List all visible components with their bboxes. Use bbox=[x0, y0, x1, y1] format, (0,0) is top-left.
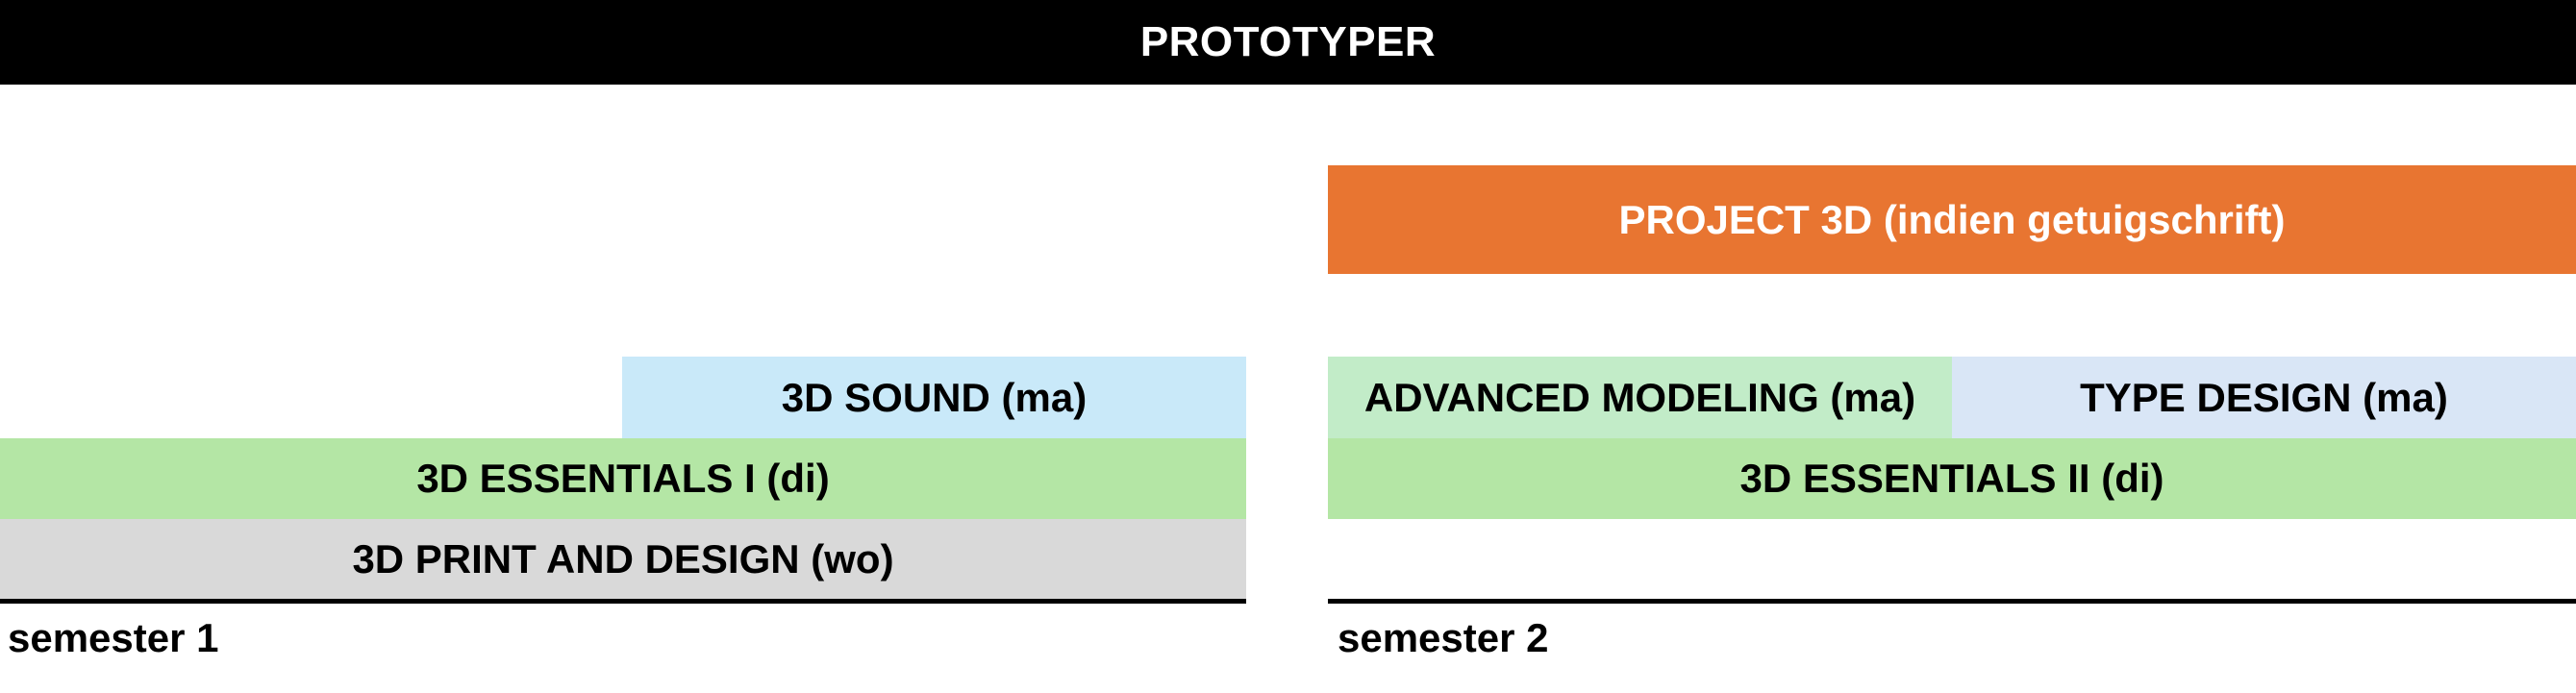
course-project-3d: PROJECT 3D (indien getuigschrift) bbox=[1328, 165, 2576, 274]
course-3d-sound: 3D SOUND (ma) bbox=[622, 357, 1246, 438]
semester-1-label: semester 1 bbox=[8, 615, 219, 660]
course-3d-essentials-1: 3D ESSENTIALS I (di) bbox=[0, 438, 1246, 519]
semester-2-baseline bbox=[1328, 599, 2576, 604]
course-3d-essentials-2: 3D ESSENTIALS II (di) bbox=[1328, 438, 2576, 519]
course-type-design: TYPE DESIGN (ma) bbox=[1952, 357, 2576, 438]
course-3d-print-and-design: 3D PRINT AND DESIGN (wo) bbox=[0, 519, 1246, 600]
page-title: PROTOTYPER bbox=[0, 0, 2576, 85]
semester-1-baseline bbox=[0, 599, 1246, 604]
semester-2-label: semester 2 bbox=[1338, 615, 1549, 660]
course-advanced-modeling: ADVANCED MODELING (ma) bbox=[1328, 357, 1952, 438]
